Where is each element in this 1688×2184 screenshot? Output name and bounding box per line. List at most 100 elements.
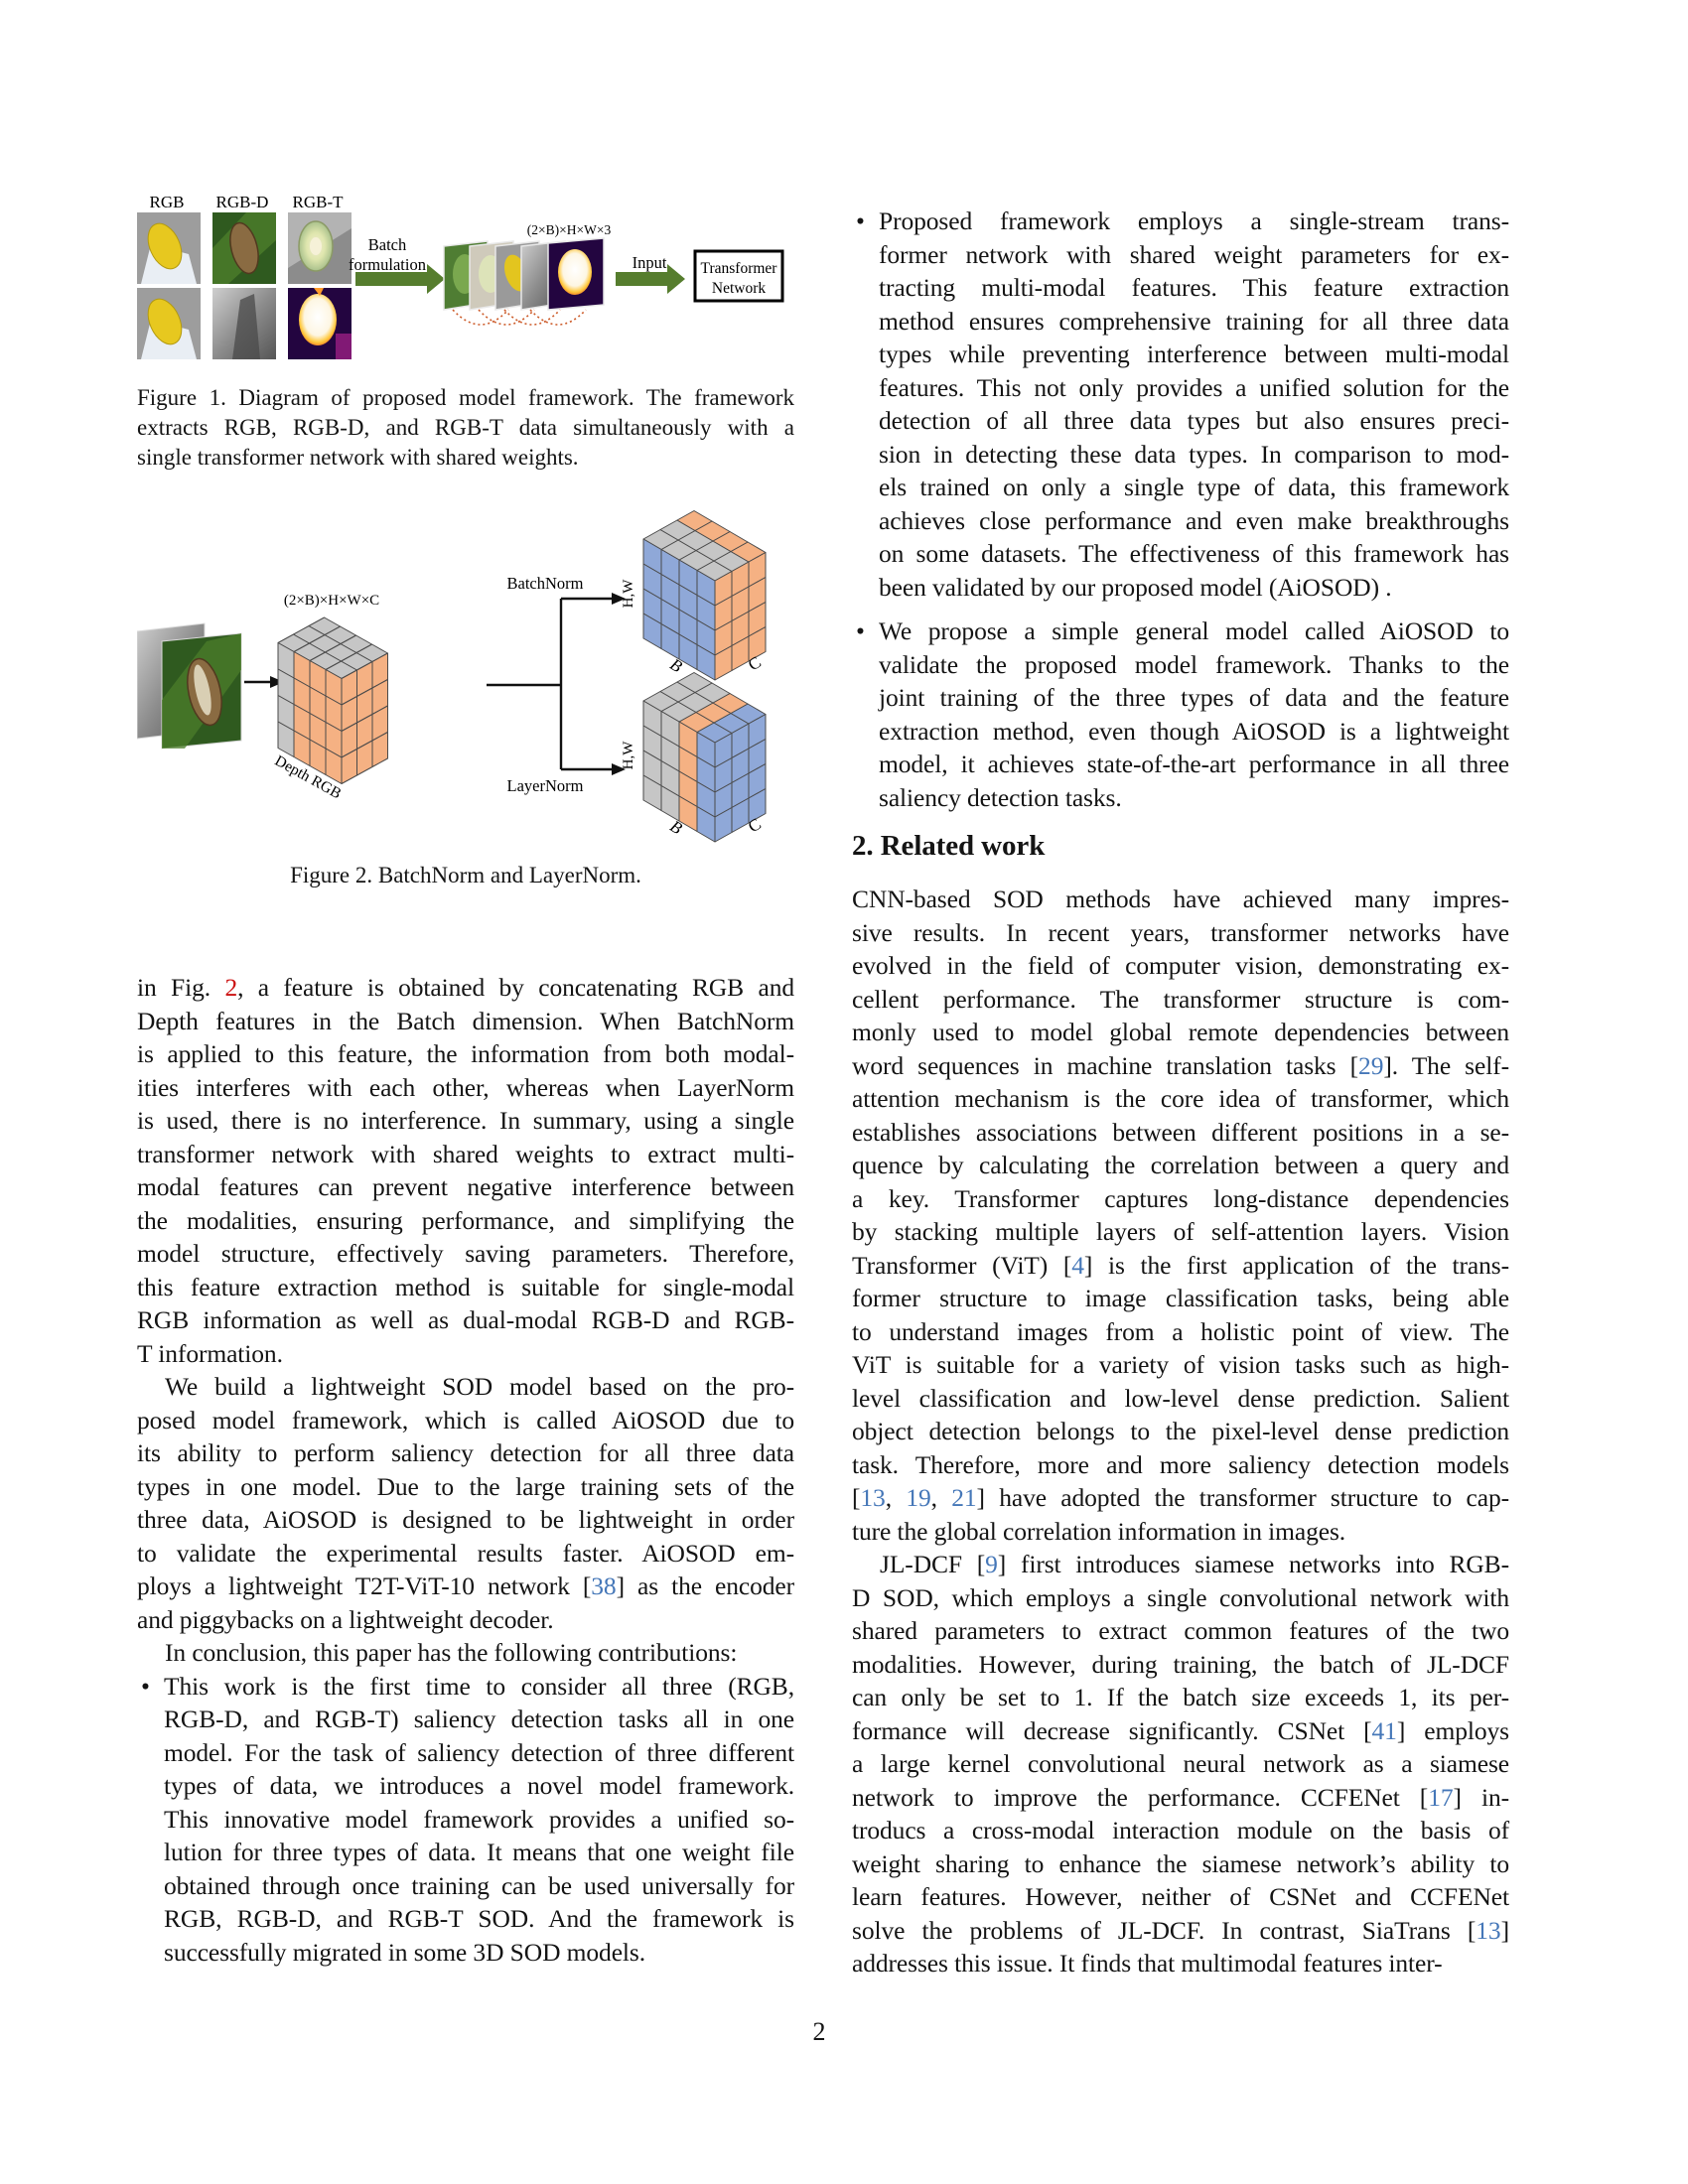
text-line: CNN-based SOD methods have achieved many… — [852, 885, 1509, 913]
text-line: network to improve the performance. CCFE… — [852, 1782, 1509, 1812]
batchnorm-result-cube — [642, 510, 767, 681]
text-line: learn features. However, neither of CSNe… — [852, 1882, 1509, 1911]
figure2-diagram: (2×B)×H×W×C Depth RGB BatchNorm LayerNor… — [137, 510, 767, 843]
text-line: is applied to this feature, the informat… — [137, 1039, 794, 1068]
text-line: els trained on only a single type of dat… — [879, 473, 1509, 501]
left-column: in Fig. 2, a feature is obtained by conc… — [137, 971, 794, 1969]
contribution-bullet-2: • Proposed framework employs a single-st… — [852, 205, 1509, 604]
figure1-caption: Figure 1. Diagram of proposed model fram… — [137, 383, 794, 473]
text-line: modal features can prevent negative inte… — [137, 1172, 794, 1201]
text-line: single transformer network with shared w… — [137, 445, 579, 470]
branch-lines — [487, 597, 612, 771]
citation-link[interactable]: 41 — [1371, 1715, 1397, 1745]
text-line: types while preventing interference betw… — [879, 340, 1509, 368]
figure2-input-images — [137, 622, 242, 750]
hw-axis-label-top: H,W — [621, 579, 636, 609]
text-line: [13, 19, 21] have adopted the transforme… — [852, 1483, 1509, 1512]
text-line: cellent performance. The transformer str… — [852, 984, 1509, 1014]
text-line: in Fig. 2, a feature is obtained by conc… — [137, 973, 794, 1002]
text-line: lution for three types of data. It means… — [164, 1838, 794, 1866]
c-axis-label-bottom: C — [745, 814, 765, 836]
text-line: to validate the experimental results fas… — [137, 1538, 794, 1568]
paragraph: in Fig. 2, a feature is obtained by conc… — [137, 971, 794, 1370]
figure-reference-link[interactable]: 2 — [224, 973, 238, 1002]
text-line: word sequences in machine translation ta… — [852, 1050, 1509, 1080]
text-line: sive results. In recent years, transform… — [852, 917, 1509, 947]
text-line: solve the problems of JL-DCF. In contras… — [852, 1915, 1509, 1945]
b-axis-label-bottom: B — [666, 817, 685, 839]
figure2-dims-label: (2×B)×H×W×C — [284, 593, 379, 609]
text-line: establishes associations between differe… — [852, 1117, 1509, 1147]
bullet-text: Proposed framework employs a single-stre… — [879, 205, 1509, 604]
citation-link[interactable]: 9 — [985, 1550, 998, 1578]
citation-link[interactable]: 4 — [1071, 1250, 1084, 1280]
citation-link[interactable]: 13 — [1476, 1915, 1501, 1945]
text-line: features. This not only provides a unifi… — [879, 372, 1509, 402]
citation-link[interactable]: 21 — [951, 1483, 977, 1512]
text-line: achieves close performance and even make… — [879, 505, 1509, 535]
stack-dims-label: (2×B)×H×W×3 — [527, 222, 612, 237]
input-arrow-icon — [616, 264, 685, 294]
citation-link[interactable]: 13 — [860, 1483, 886, 1512]
hw-axis-label-bottom: H,W — [621, 741, 636, 770]
text-line: formance will decrease significantly. CS… — [852, 1715, 1509, 1745]
transformer-network-box — [693, 249, 784, 303]
text-line: quence by calculating the correlation be… — [852, 1151, 1509, 1179]
text-line: three data, AiOSOD is designed to be lig… — [137, 1505, 794, 1534]
text-line: method ensures comprehensive training fo… — [879, 306, 1509, 336]
text-line: ViT is suitable for a variety of vision … — [852, 1350, 1509, 1379]
bullet-icon: • — [856, 206, 865, 235]
text-line: RGB-D, and RGB-T) saliency detection tas… — [164, 1705, 794, 1733]
text-line: former structure to image classification… — [852, 1284, 1509, 1312]
batchnorm-arrowhead-icon — [612, 593, 626, 605]
paragraph: JL-DCF [9] first introduces siamese netw… — [852, 1548, 1509, 1980]
figure1-label-rgbd: RGB-D — [216, 193, 269, 211]
figure2-caption: Figure 2. BatchNorm and LayerNorm. — [290, 863, 641, 887]
thumbnail-rgbd-color-image — [212, 212, 276, 284]
text-line: model structure, effectively saving para… — [137, 1239, 794, 1268]
text-line: modalities. However, during training, th… — [852, 1649, 1509, 1679]
figure1-label-rgb: RGB — [150, 193, 185, 211]
batch-image-stack — [443, 237, 605, 311]
text-line: to understand images from a holistic poi… — [852, 1316, 1509, 1346]
text-line: and piggybacks on a lightweight decoder. — [137, 1604, 554, 1634]
citation-link[interactable]: 29 — [1358, 1050, 1384, 1080]
text-line: saliency detection tasks. — [879, 782, 1122, 812]
bullet-text: We propose a simple general model called… — [879, 614, 1509, 814]
text-line: level classification and low-level dense… — [852, 1383, 1509, 1413]
text-line: obtained through once training can be us… — [164, 1870, 794, 1900]
text-line: D SOD, which employs a single convolutio… — [852, 1582, 1509, 1612]
text-line: RGB information as well as dual-modal RG… — [137, 1305, 794, 1334]
text-line: joint training of the three types of dat… — [879, 683, 1509, 712]
text-line: types of data, we introduces a novel mod… — [164, 1771, 794, 1800]
bullet-icon: • — [141, 1671, 150, 1701]
text-line: a key. Transformer captures long-distanc… — [852, 1183, 1509, 1213]
section-heading-related-work: 2. Related work — [852, 830, 1046, 862]
figure2-input-arrow-icon — [244, 676, 284, 688]
figure1-label-rgbt: RGB-T — [293, 193, 345, 211]
citation-link[interactable]: 19 — [906, 1483, 931, 1512]
text-line: former network with shared weight parame… — [879, 239, 1509, 269]
text-line: its ability to perform saliency detectio… — [137, 1438, 794, 1467]
text-line: This innovative model framework provides… — [164, 1804, 794, 1834]
transformer-network-label2: Network — [712, 280, 766, 297]
contribution-bullet-3: • We propose a simple general model call… — [852, 614, 1509, 814]
thumbnail-thermal-map — [288, 288, 352, 359]
text-line: sion in detecting these data types. In c… — [879, 439, 1509, 469]
text-line: detection of all three data types but al… — [879, 406, 1509, 435]
text-line: ities interferes with each other, wherea… — [137, 1072, 794, 1102]
batchnorm-label: BatchNorm — [507, 574, 584, 593]
figure1-diagram: RGB RGB-D RGB-T — [137, 193, 784, 359]
text-line: ploys a lightweight T2T-ViT-10 network [… — [137, 1571, 794, 1600]
text-line: Figure 1. Diagram of proposed model fram… — [137, 385, 794, 410]
text-line: been validated by our proposed model (Ai… — [879, 572, 1392, 602]
citation-link[interactable]: 38 — [591, 1571, 617, 1600]
text-line: monly used to model global remote depend… — [852, 1018, 1509, 1046]
text-line: on some datasets. The effectiveness of t… — [879, 539, 1509, 568]
text-line: this feature extraction method is suitab… — [137, 1272, 794, 1301]
contribution-bullet-1: • This work is the first time to conside… — [137, 1670, 794, 1970]
citation-link[interactable]: 17 — [1428, 1782, 1454, 1812]
paragraph: In conclusion, this paper has the follow… — [137, 1636, 794, 1670]
text-line: object detection belongs to the pixel-le… — [852, 1417, 1509, 1445]
text-line: weight sharing to enhance the siamese ne… — [852, 1848, 1509, 1878]
